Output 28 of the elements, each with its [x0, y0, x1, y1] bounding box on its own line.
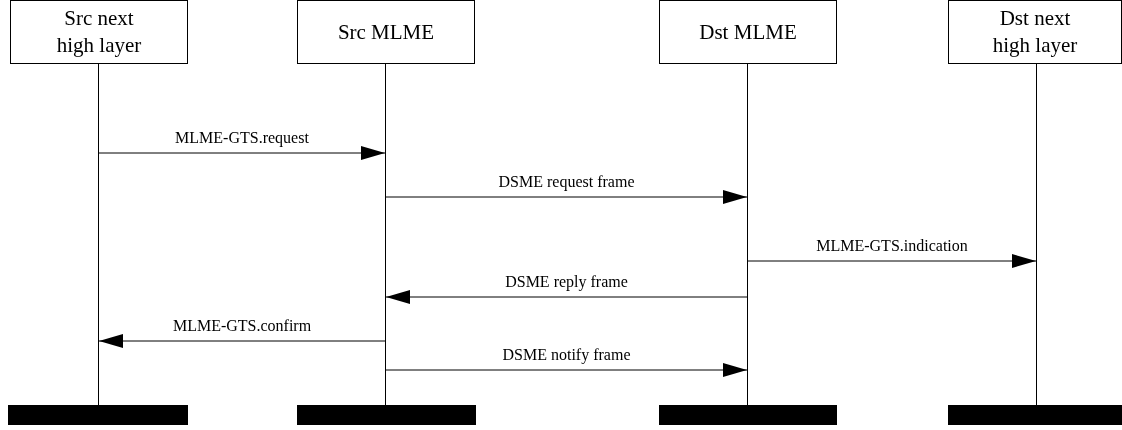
lifeline-name: Dst MLME: [699, 18, 797, 46]
lifeline: [747, 64, 748, 405]
lifeline-header-box: [297, 0, 475, 64]
message-arrow: [747, 254, 1037, 268]
message-label: MLME-GTS.indication: [815, 237, 969, 255]
lifeline-end-bar: [297, 405, 476, 425]
lifeline-name: Src next high layer: [55, 5, 143, 59]
lifeline-header-box: [659, 0, 837, 64]
lifeline-end-bar: [948, 405, 1122, 425]
lifeline-name: Dst next high layer: [991, 5, 1079, 59]
lifeline-name: Src MLME: [337, 18, 435, 46]
message-arrow: [385, 290, 748, 304]
message-label: DSME reply frame: [504, 273, 629, 291]
message-label: DSME request frame: [497, 173, 636, 191]
lifeline: [1036, 64, 1037, 405]
lifeline-end-bar: [8, 405, 188, 425]
lifeline: [98, 64, 99, 405]
message-arrow: [98, 146, 386, 160]
message-arrow: [385, 363, 748, 377]
message-arrow: [98, 334, 386, 348]
message-label: DSME notify frame: [501, 346, 632, 364]
message-arrow: [385, 190, 748, 204]
lifeline-header-box: [948, 0, 1122, 64]
lifeline-header-box: [10, 0, 188, 64]
lifeline: [385, 64, 386, 405]
message-label: MLME-GTS.request: [174, 129, 310, 147]
message-label: MLME-GTS.confirm: [171, 317, 313, 335]
lifeline-end-bar: [659, 405, 837, 425]
